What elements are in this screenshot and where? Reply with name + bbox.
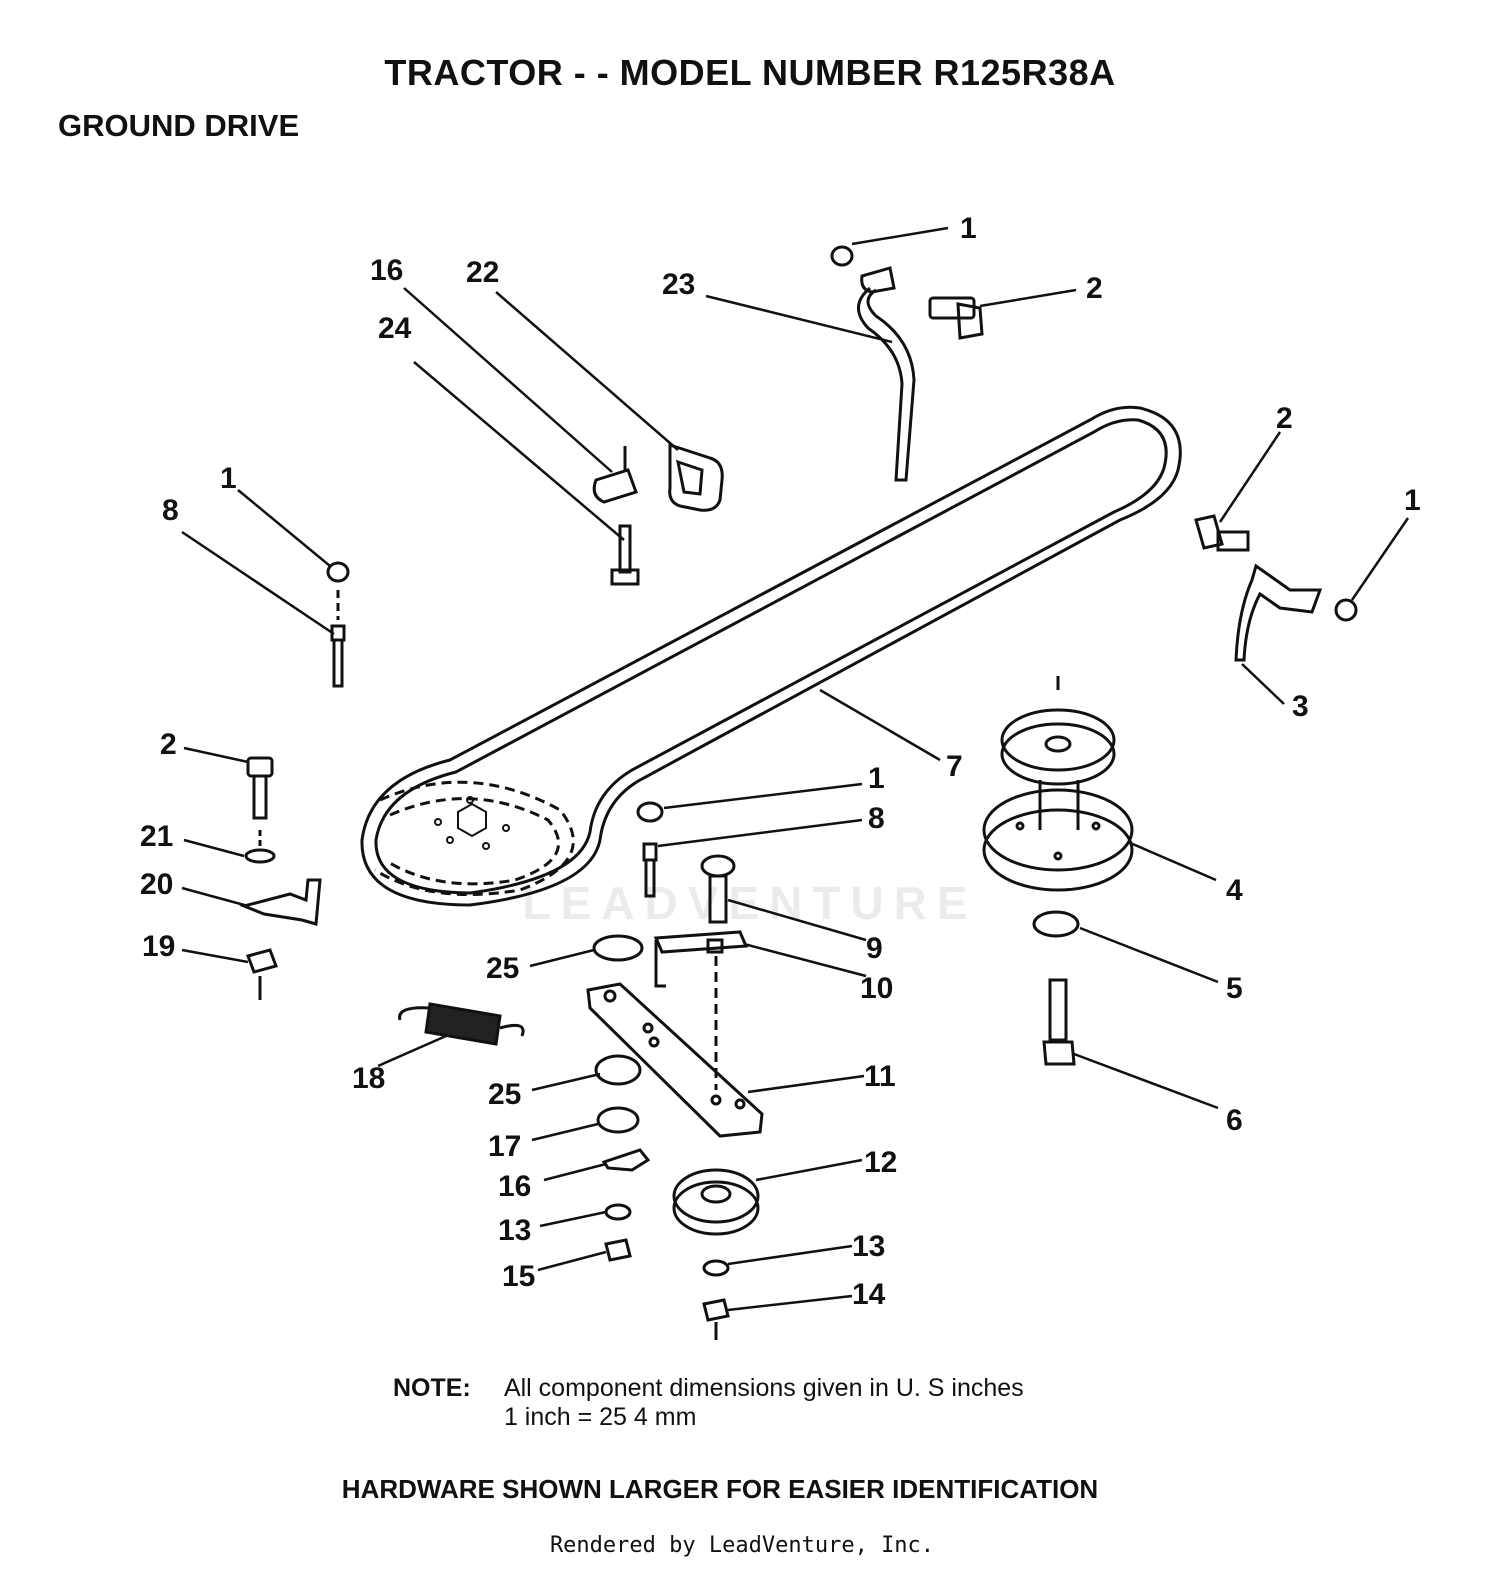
- pulley-hub: [434, 796, 510, 850]
- belt-guide-rod-3: [1194, 514, 1358, 662]
- callout-23: 23: [662, 268, 695, 301]
- callout-8: 8: [162, 494, 179, 527]
- left-bolt-bracket: [239, 756, 322, 1000]
- callout-20: 20: [140, 868, 173, 901]
- callout-9: 9: [866, 932, 883, 965]
- belt-guide-clip: [592, 442, 724, 586]
- note-line-2: 1 inch = 25 4 mm: [503, 1403, 697, 1431]
- callout-1: 1: [960, 212, 977, 245]
- spring: [398, 1002, 525, 1046]
- transmission-pulley: [982, 676, 1134, 1066]
- note-line-1: All component dimensions given in U. S i…: [503, 1374, 1024, 1402]
- callout-14: 14: [852, 1278, 886, 1311]
- callout-15: 15: [502, 1260, 535, 1293]
- watermark: LEADVENTURE: [522, 877, 978, 929]
- callout-25: 25: [486, 952, 519, 985]
- callout-17: 17: [488, 1130, 521, 1163]
- callout-2: 2: [160, 728, 177, 761]
- drive-belt: [360, 405, 1182, 907]
- hardware-note: HARDWARE SHOWN LARGER FOR EASIER IDENTIF…: [341, 1474, 1099, 1504]
- callout-1: 1: [1404, 484, 1421, 517]
- callout-12: 12: [864, 1146, 897, 1179]
- callout-6: 6: [1226, 1104, 1243, 1137]
- callout-22: 22: [466, 256, 499, 289]
- left-bolt-8: [326, 561, 350, 688]
- callout-7: 7: [946, 750, 963, 783]
- callout-3: 3: [1292, 690, 1309, 723]
- leader-lines: [181, 226, 1410, 1312]
- callout-18: 18: [352, 1062, 385, 1095]
- note-text: All component dimensions given in U. S i…: [504, 1374, 1024, 1432]
- page-title: TRACTOR - - MODEL NUMBER R125R38A: [384, 52, 1116, 93]
- callout-8: 8: [868, 802, 885, 835]
- callout-21: 21: [140, 820, 173, 853]
- callout-10: 10: [860, 972, 893, 1005]
- rendered-by: Rendered by LeadVenture, Inc.: [549, 1533, 935, 1558]
- callout-4: 4: [1226, 874, 1243, 907]
- callout-2: 2: [1276, 402, 1293, 435]
- note-label: NOTE:: [393, 1374, 471, 1402]
- callout-19: 19: [142, 930, 175, 963]
- callout-11: 11: [864, 1060, 896, 1093]
- idler-hardware: [636, 801, 749, 1090]
- callout-16: 16: [498, 1170, 531, 1203]
- callout-16: 16: [370, 254, 403, 287]
- callout-13: 13: [498, 1214, 531, 1247]
- callout-1: 1: [220, 462, 237, 495]
- dimension-note: NOTE: All component dimensions given in …: [393, 1374, 1024, 1432]
- belt-guide-rod-23: [830, 245, 984, 482]
- section-title: GROUND DRIVE: [58, 108, 300, 143]
- idler-pulley: [672, 1168, 760, 1340]
- callout-24: 24: [378, 312, 412, 345]
- callout-1: 1: [868, 762, 885, 795]
- callout-25: 25: [488, 1078, 521, 1111]
- callout-2: 2: [1086, 272, 1103, 305]
- callout-13: 13: [852, 1230, 885, 1263]
- callout-5: 5: [1226, 972, 1243, 1005]
- idler-arm: [586, 934, 764, 1262]
